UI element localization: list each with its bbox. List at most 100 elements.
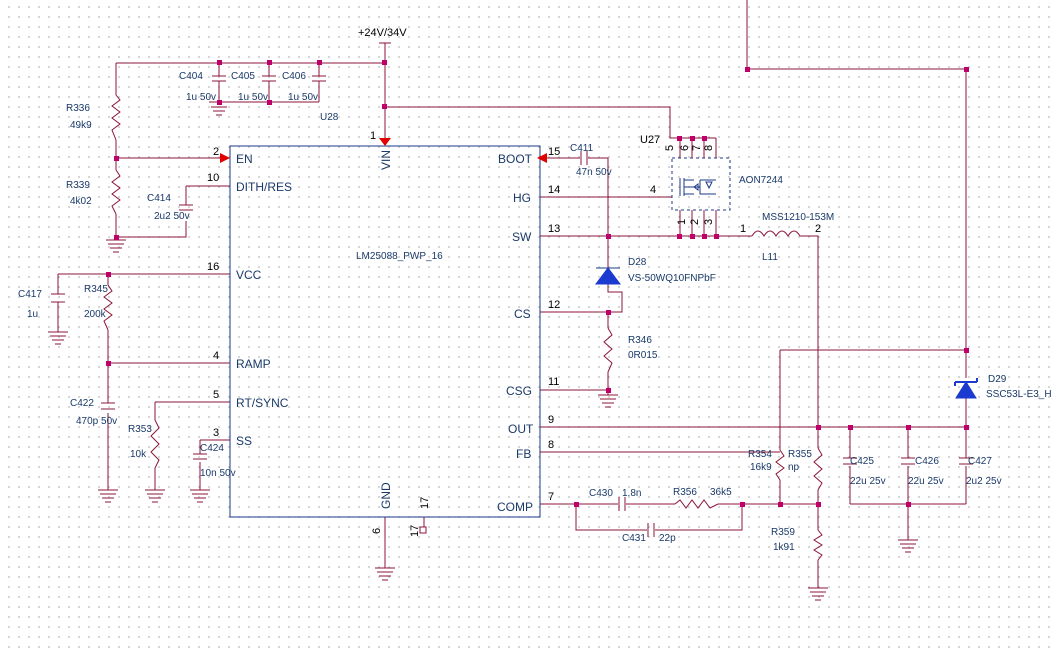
resistor-r346[interactable]: R346 0R015 bbox=[603, 327, 658, 373]
pin-out-name: OUT bbox=[508, 422, 534, 436]
pin-csg-name: CSG bbox=[506, 384, 532, 398]
resistor-r354[interactable]: R354 16k9 bbox=[748, 449, 785, 481]
pin-comp-name: COMP bbox=[497, 500, 533, 514]
c406-ref: C406 bbox=[282, 71, 306, 82]
junctions bbox=[106, 60, 969, 507]
pin-dith-num: 10 bbox=[207, 172, 219, 184]
cap-c414[interactable]: C414 2u2 50v bbox=[147, 193, 193, 222]
supply-net: +24V/34V bbox=[220, 27, 547, 163]
c414-value: 2u2 50v bbox=[154, 211, 190, 222]
cap-c422[interactable]: C422 470p 50v bbox=[70, 398, 117, 427]
c431-ref: C431 bbox=[622, 533, 646, 544]
pin-fb-name: FB bbox=[516, 447, 531, 461]
c430-ref: C430 bbox=[589, 488, 613, 499]
c430-value: 1.8n bbox=[622, 488, 641, 499]
u27-pin1: 1 bbox=[676, 219, 688, 225]
pin-rt-name: RT/SYNC bbox=[236, 396, 289, 410]
u27-pin6: 6 bbox=[679, 145, 691, 151]
c405-value: 1u 50v bbox=[238, 92, 268, 103]
d29-value: SSC53L-E3_H bbox=[986, 389, 1051, 400]
ground-icon bbox=[106, 239, 126, 253]
pin-ss-num: 3 bbox=[213, 427, 219, 439]
pin-17-num: 17 bbox=[409, 525, 421, 537]
resistor-r355[interactable]: R355 np bbox=[788, 447, 823, 491]
pin-gnd-num: 6 bbox=[371, 528, 383, 534]
c424-value: 10n 50v bbox=[200, 468, 236, 479]
r353-ref: R353 bbox=[128, 424, 152, 435]
mosfet-u27[interactable]: U27 AON7244 5 6 7 8 4 1 2 3 bbox=[640, 134, 783, 225]
d28-value: VS-50WQ10FNPbF bbox=[628, 273, 716, 284]
resistor-r336[interactable]: R336 49k9 bbox=[66, 94, 121, 141]
c425-ref: C425 bbox=[850, 456, 874, 467]
input-caps[interactable]: C404 1u 50v C405 1u 50v C406 1u 50v bbox=[179, 63, 326, 103]
r355-ref: R355 bbox=[788, 449, 812, 460]
ic-lm25088[interactable]: LM25088_PWP_16 U28 EN 2 DITH/RES 10 VCC … bbox=[207, 112, 560, 537]
pin-17-name: 17 bbox=[419, 497, 431, 509]
diode-d28[interactable]: D28 VS-50WQ10FNPbF bbox=[595, 257, 716, 285]
cap-c404: C404 1u 50v bbox=[179, 63, 226, 103]
r345-value: 200k bbox=[84, 309, 107, 320]
r356-value: 36k5 bbox=[710, 487, 732, 498]
resistor-r345[interactable]: R345 200k bbox=[84, 284, 113, 331]
c417-value: 1u bbox=[27, 309, 38, 320]
cap-c417[interactable]: C417 1u bbox=[18, 289, 65, 320]
resistor-r353[interactable]: R353 10k bbox=[128, 419, 160, 469]
d28-ref: D28 bbox=[628, 257, 647, 268]
r356-ref: R356 bbox=[673, 487, 697, 498]
cap-c411[interactable]: C411 47n 50v bbox=[570, 143, 612, 178]
pin-out-num: 9 bbox=[548, 414, 554, 426]
ground-icon bbox=[808, 587, 828, 601]
c425-value: 22u 25v bbox=[850, 476, 886, 487]
cap-c425[interactable]: C425 22u 25v bbox=[843, 456, 886, 487]
resistor-r339[interactable]: R339 4k02 bbox=[66, 169, 121, 215]
ground-symbols bbox=[48, 101, 918, 601]
pin-vin-name: VIN bbox=[379, 150, 393, 170]
c405-ref: C405 bbox=[231, 71, 255, 82]
pin-en-num: 2 bbox=[213, 146, 219, 158]
resistor-r359[interactable]: R359 1k91 bbox=[771, 527, 823, 561]
u27-ref: U27 bbox=[640, 134, 660, 146]
ground-icon bbox=[598, 394, 618, 408]
pin-hg-num: 14 bbox=[548, 184, 560, 196]
supply-net-label: +24V/34V bbox=[358, 27, 407, 39]
r336-ref: R336 bbox=[66, 103, 90, 114]
c414-ref: C414 bbox=[147, 193, 171, 204]
pin-gnd-name: GND bbox=[379, 482, 393, 509]
r359-ref: R359 bbox=[771, 527, 795, 538]
c426-value: 22u 25v bbox=[908, 476, 944, 487]
cap-c424[interactable]: C424 10n 50v bbox=[193, 443, 236, 479]
resistor-r356[interactable]: R356 36k5 bbox=[673, 487, 732, 509]
c431-value: 22p bbox=[659, 533, 676, 544]
l11-ref: L11 bbox=[762, 252, 778, 263]
r346-ref: R346 bbox=[628, 335, 652, 346]
inductor-l11[interactable]: MSS1210-153M L11 1 2 bbox=[740, 212, 834, 263]
l11-value: MSS1210-153M bbox=[762, 212, 834, 223]
pin-ramp-num: 4 bbox=[213, 350, 219, 362]
ground-icon bbox=[145, 489, 165, 503]
pin-dith-name: DITH/RES bbox=[236, 180, 292, 194]
c404-ref: C404 bbox=[179, 71, 203, 82]
vin-arrow-icon bbox=[379, 138, 391, 146]
pin-sw-num: 13 bbox=[548, 223, 560, 235]
l11-pin1: 1 bbox=[740, 223, 746, 235]
cap-c426[interactable]: C426 22u 25v bbox=[901, 456, 944, 487]
u27-part: AON7244 bbox=[739, 175, 783, 186]
ground-icon bbox=[98, 489, 118, 503]
c427-ref: C427 bbox=[968, 456, 992, 467]
pin-rt-num: 5 bbox=[213, 389, 219, 401]
pin-ramp-name: RAMP bbox=[236, 357, 271, 371]
c422-ref: C422 bbox=[70, 398, 94, 409]
pin-vcc-num: 16 bbox=[207, 261, 219, 273]
r355-value: np bbox=[788, 462, 800, 473]
l11-pin2: 2 bbox=[815, 223, 821, 235]
r339-ref: R339 bbox=[66, 180, 90, 191]
cap-c430[interactable]: C430 1.8n bbox=[589, 488, 641, 511]
cap-c431[interactable]: C431 22p bbox=[622, 523, 676, 544]
u27-pin7: 7 bbox=[691, 145, 703, 151]
pin-cs-num: 12 bbox=[548, 299, 560, 311]
diode-d29[interactable]: D29 SSC53L-E3_H bbox=[954, 374, 1051, 400]
pin-vin-num: 1 bbox=[370, 130, 376, 142]
cap-c427[interactable]: C427 2u2 25v bbox=[959, 456, 1002, 487]
pin-hg-name: HG bbox=[513, 191, 531, 205]
u27-pin2: 2 bbox=[689, 219, 701, 225]
